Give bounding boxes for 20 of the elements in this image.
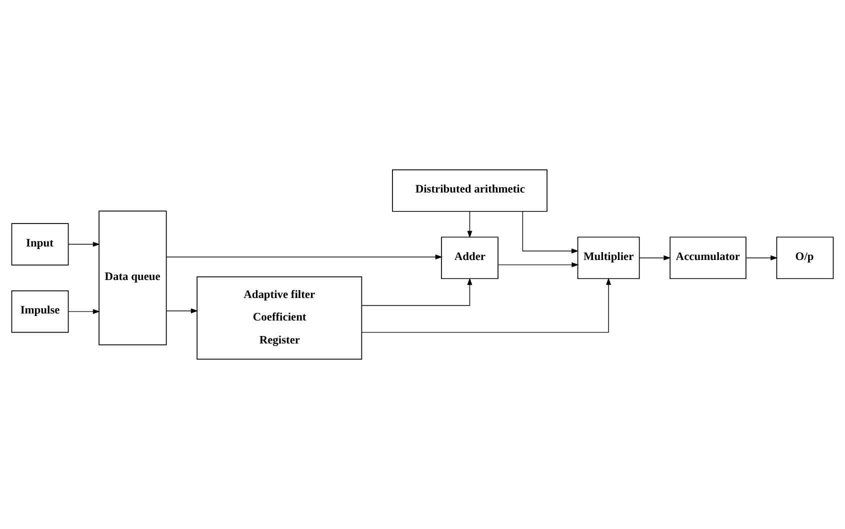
node-box: Adaptive filter Coefficient Register (196, 276, 362, 360)
arrow (361, 278, 472, 306)
arrow (498, 262, 579, 268)
node-box: Impulse (11, 290, 69, 333)
node-box: O/p (776, 236, 834, 280)
node-box: Input (11, 223, 69, 266)
node-box: Multiplier (577, 236, 640, 280)
arrow (522, 211, 579, 254)
arrow (746, 255, 778, 260)
arrow (361, 278, 612, 333)
arrow (68, 309, 100, 314)
node-box: Accumulator (670, 236, 746, 280)
node-box: Data queue (98, 210, 167, 346)
arrow (467, 211, 472, 238)
node-box: Distributed arithmetic (392, 169, 548, 212)
arrow (68, 242, 100, 247)
arrow (166, 308, 198, 314)
arrow (639, 255, 671, 260)
arrow (166, 254, 443, 260)
node-box: Adder (441, 236, 498, 280)
